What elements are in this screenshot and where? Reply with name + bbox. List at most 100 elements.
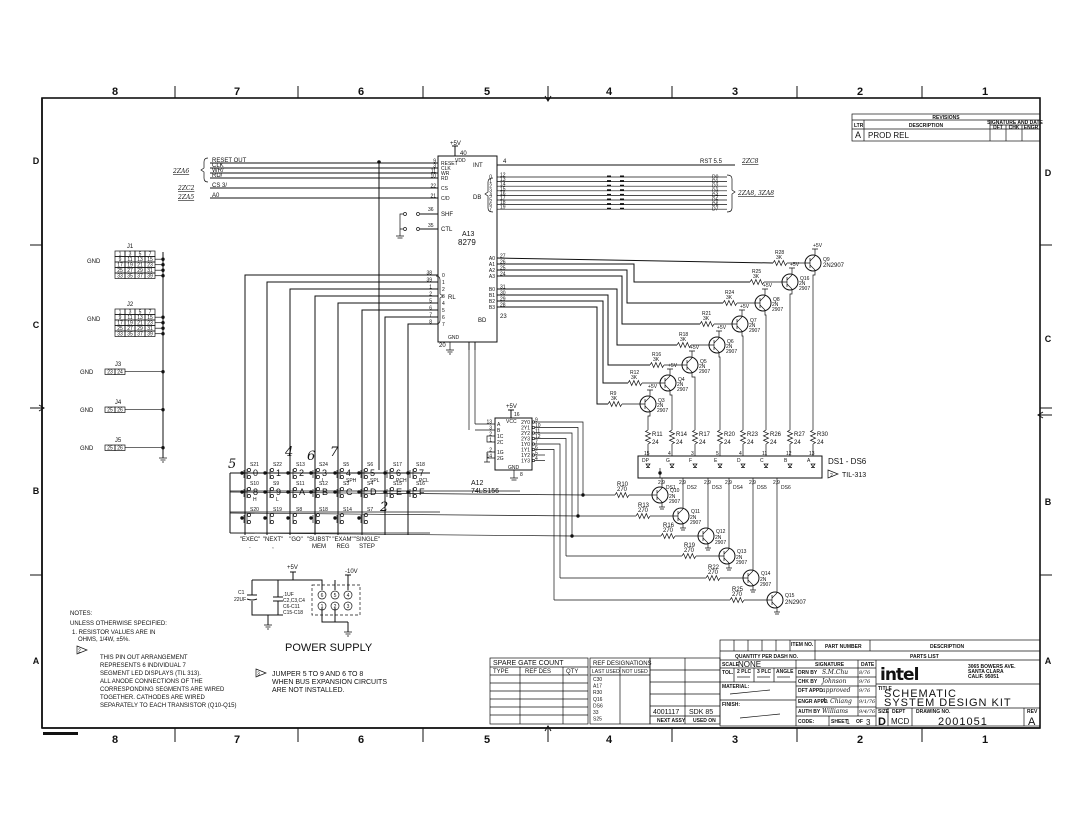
power-minus10v: -10V — [345, 569, 358, 575]
a13-scan-pin-number: 26 — [500, 260, 506, 266]
connector-pin: 35 — [127, 274, 133, 280]
switch-terminal — [340, 494, 344, 498]
switch-terminal — [390, 487, 394, 491]
a12-output-name: 1Y2 — [521, 453, 530, 459]
switch-ref: S17 — [393, 462, 402, 468]
ground-icon — [705, 543, 711, 551]
db-net-label: D3 — [712, 188, 719, 194]
connector-pin: 25 — [107, 408, 113, 414]
connector-pin: 23 — [107, 370, 113, 376]
zone-row-left: C — [33, 320, 40, 330]
junction-dot — [333, 516, 337, 520]
junction-dot — [161, 326, 165, 330]
segment-resistor-ref: R28 — [775, 250, 784, 256]
transistor-leads — [805, 255, 816, 271]
a12-output-name: 2Y3 — [521, 437, 530, 443]
transistor-ref: Q12 — [716, 529, 726, 535]
led-diode-icon — [810, 463, 816, 468]
key-label: 9 — [276, 487, 281, 497]
notes: NOTES: UNLESS OTHERWISE SPECIFIED: 1. RE… — [43, 611, 387, 735]
transistor-part: 2907 — [736, 560, 747, 566]
db-pin-number: 15 — [500, 186, 506, 192]
qty-per-dash-label: QUANTITY PER DASH NO. — [735, 654, 799, 660]
switch-ref: S10 — [250, 481, 259, 487]
connector-pin: 31 — [147, 268, 153, 274]
connector-pin: 37 — [137, 332, 143, 338]
switch-contacts — [289, 488, 294, 498]
transistor-part: 2907 — [669, 499, 680, 505]
led-diode-icon — [692, 463, 698, 468]
transistor-ref: Q14 — [761, 571, 771, 577]
connector-pin: 29 — [137, 268, 143, 274]
function-key-label: "SUBST" — [307, 537, 331, 543]
zone-column-top: 7 — [234, 86, 240, 98]
display-resistor-value: 24 — [817, 440, 824, 446]
of-label: OF — [856, 719, 863, 725]
drawing-title-1: SCHEMATIC — [884, 688, 957, 700]
zone-row-right: D — [1045, 168, 1052, 178]
key-sublabel: PCL — [419, 478, 429, 484]
switch-terminal — [247, 487, 251, 491]
note2-line: SEGMENT LED DISPLAYS (TIL 313). — [100, 671, 201, 677]
connector-pin: 33 — [117, 332, 123, 338]
switch-contacts — [409, 488, 414, 498]
segment-pin: 11 — [762, 451, 767, 457]
part-number-label: PART NUMBER — [825, 644, 862, 650]
a12-output-name: 1Y1 — [521, 448, 530, 454]
transistor-leads — [732, 316, 743, 332]
switch-terminal — [293, 494, 297, 498]
description-header: DESCRIPTION — [909, 123, 944, 129]
intel-logo: intel — [880, 665, 919, 685]
dept-value: MCD — [891, 717, 909, 726]
digit-resistor — [614, 491, 630, 499]
db-bit: 0 — [489, 175, 492, 181]
a12-input-pin: 2 — [489, 432, 492, 438]
a13-scan-pin-name: A3 — [489, 274, 495, 280]
zone-column-top: 6 — [358, 86, 364, 98]
tol-2plc: 2 PLC — [737, 669, 752, 675]
zone-row-left: D — [33, 156, 40, 166]
a12-output-pin: 6 — [535, 445, 538, 451]
spare-gate-title: SPARE GATE COUNT — [493, 660, 564, 667]
rl-bit: 6 — [442, 315, 445, 321]
connector-pin: 17 — [117, 321, 123, 327]
segment-resistor-ref: R12 — [630, 370, 639, 376]
connector-pin: 27 — [127, 326, 133, 332]
rl-pin-number: 1 — [429, 285, 432, 291]
connector-pin: 17 — [117, 263, 123, 269]
junction-dot — [240, 516, 244, 520]
junction-dot — [357, 490, 361, 494]
sheet-label: SHEET — [831, 719, 848, 725]
revision-description: PROD REL — [868, 131, 909, 140]
junction-dot — [309, 471, 313, 475]
switch-ref: S18 — [319, 507, 328, 513]
handwritten-note: 5 — [228, 457, 236, 472]
a13-pin-number: 11 — [431, 169, 436, 175]
a13-scan-pin-number: 29 — [500, 297, 506, 303]
db-net-label: D0 — [712, 175, 719, 181]
scale-label: SCALE — [722, 662, 740, 668]
function-key-label: "EXEC" — [240, 537, 261, 543]
switch-terminal — [316, 468, 320, 472]
power-connector-pin — [330, 590, 340, 600]
junction-dot — [333, 490, 337, 494]
title-label: TITLE — [878, 686, 893, 692]
switch-terminal — [390, 494, 394, 498]
a13-ctl-label: CTL — [441, 227, 453, 233]
a12-output-name: 2Y2 — [521, 431, 530, 437]
switch-contacts — [360, 488, 365, 498]
ltr-header: LTR — [854, 123, 864, 129]
switch-terminal — [270, 475, 274, 479]
return-line — [244, 274, 438, 535]
supply-lead — [812, 248, 818, 256]
a12-vcc: VCC — [506, 419, 517, 425]
db-label: DB — [473, 195, 481, 201]
power-connector-pin — [343, 590, 353, 600]
collector-line — [741, 331, 744, 430]
